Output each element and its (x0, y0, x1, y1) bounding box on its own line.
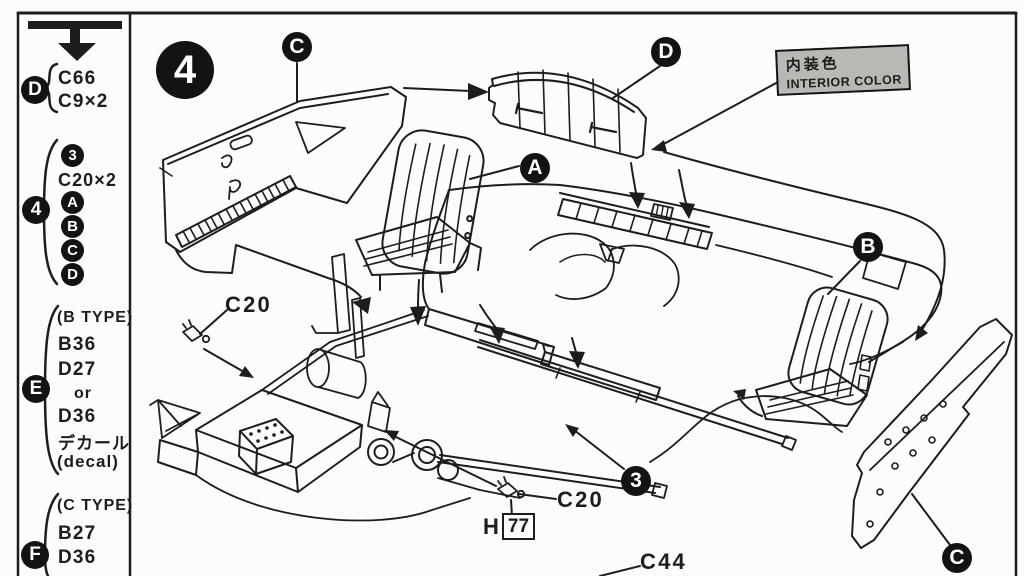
sidebar-ref-badge-c: C (61, 239, 84, 262)
interior-color-note-jp: 内装色 (785, 55, 841, 75)
part-label-door-left: C (282, 32, 312, 62)
sidebar-badge-f: F (21, 541, 49, 569)
screw-parts-drawing (182, 319, 526, 499)
sidebar-decal-jp: デカール (58, 434, 131, 453)
callout-h77-letter: H (483, 513, 499, 539)
interior-color-note-en: INTERIOR COLOR (786, 72, 903, 92)
page-frame (16, 11, 1018, 576)
callout-h77: H 77 (483, 513, 536, 540)
sidebar-badge-e: E (22, 375, 50, 403)
sidebar-type-note: (B TYPE) (57, 309, 134, 326)
sidebar-braces (42, 62, 60, 576)
callout-screw-upper: C20 (225, 292, 272, 317)
body-tub-drawing (421, 183, 943, 366)
sidebar-part-code: C9×2 (58, 91, 109, 112)
sidebar-decal-en: (decal) (57, 452, 119, 471)
sidebar-ref-badge-d: D (61, 263, 84, 286)
callout-c44: C44 (640, 549, 687, 574)
interior-color-note: 内装色 INTERIOR COLOR (775, 44, 911, 96)
seat-driver-drawing (355, 129, 485, 293)
door-panel-right-drawing (851, 318, 1013, 549)
door-panel-left-drawing (159, 86, 407, 253)
sidebar-or-text: or (74, 385, 92, 402)
sidebar-part-code: D36 (58, 547, 97, 568)
sidebar-badge-d: D (21, 76, 49, 104)
part-label-seat-passenger: B (853, 232, 883, 262)
chassis-drawing (149, 253, 668, 522)
sidebar-decal-jp-clipped: デカール (58, 571, 130, 576)
callout-h77-number: 77 (501, 513, 536, 540)
part-label-seat-rail: 3 (621, 466, 651, 496)
sidebar-badge-4: 4 (22, 196, 50, 224)
arrowheads (239, 83, 928, 441)
sidebar-part-code: D36 (58, 406, 97, 427)
part-label-door-right: C (942, 543, 972, 573)
rear-tray-panel-drawing (488, 69, 647, 159)
sidebar-part-code: B36 (58, 334, 97, 355)
callout-screw-lower: C20 (557, 487, 604, 512)
sidebar-ref-badge-a: A (61, 191, 84, 214)
sidebar-part-code: D27 (58, 359, 97, 380)
sidebar-part-code: C20×2 (58, 170, 117, 190)
part-label-seat-driver: A (520, 153, 550, 183)
sidebar-ref-badge-3: 3 (61, 144, 84, 167)
sidebar-part-code: B27 (58, 523, 97, 544)
sidebar-type-note: (C TYPE) (57, 497, 134, 514)
seat-rail-drawing (477, 339, 843, 463)
sidebar-part-code: C66 (58, 68, 97, 89)
seat-passenger-drawing (755, 286, 889, 427)
step-number-badge: 4 (156, 41, 214, 99)
sidebar-ref-badge-b: B (61, 215, 84, 238)
leader-lines (175, 62, 951, 576)
press-down-arrow-icon (28, 21, 122, 61)
part-label-rear-tray: D (651, 37, 681, 67)
